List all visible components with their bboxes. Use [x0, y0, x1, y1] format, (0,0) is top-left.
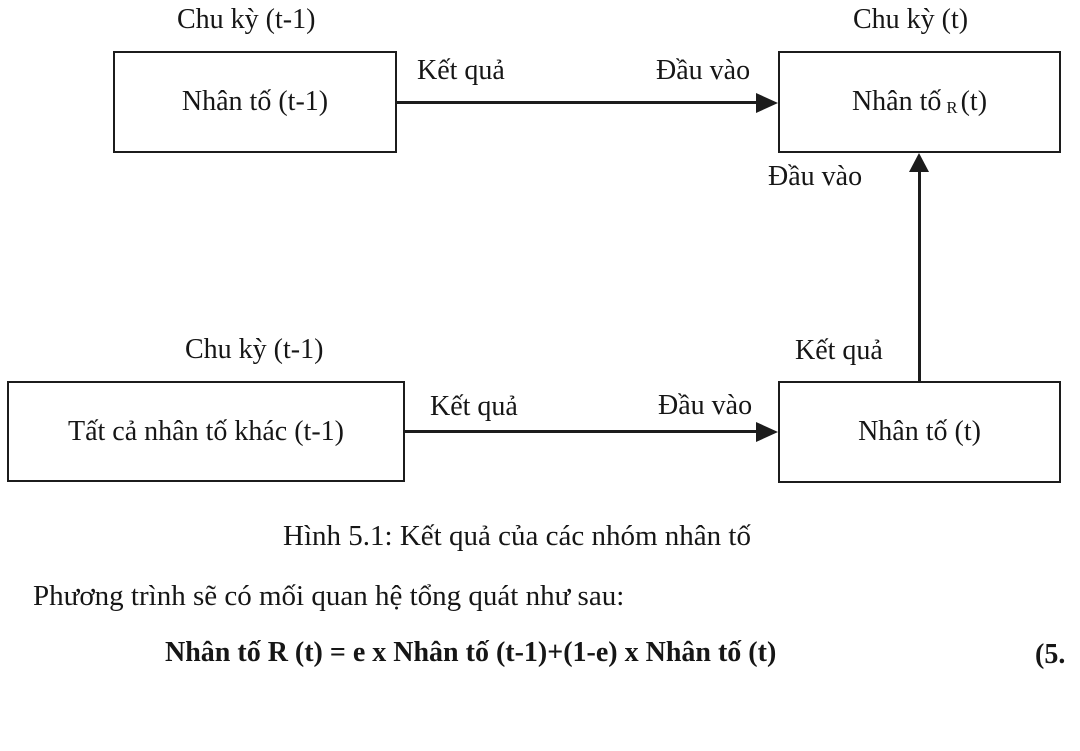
- box-factor-t-minus-1-label: Nhân tố (t-1): [181, 86, 329, 117]
- arrow-line-row2: [405, 430, 759, 433]
- arrow-row2-input-label: Đầu vào: [658, 390, 753, 421]
- arrowhead-right-row1-icon: [756, 93, 778, 113]
- body-paragraph: Phương trình sẽ có mối quan hệ tổng quát…: [33, 580, 625, 612]
- arrow-row2-result-label: Kết quả: [430, 391, 518, 422]
- arrow-row1-input-label: Đầu vào: [656, 55, 751, 86]
- vertical-arrow-input-label: Đầu vào: [768, 161, 863, 192]
- factor-r-t-suffix: (t): [960, 85, 988, 117]
- equation-text: Nhân tố R (t) = e x Nhân tố (t-1)+(1-e) …: [165, 637, 777, 668]
- box-all-other-factors: Tất cả nhân tố khác (t-1): [7, 381, 405, 482]
- cycle-label-t: Chu kỳ (t): [853, 4, 969, 35]
- arrowhead-up-icon: [909, 153, 929, 172]
- box-factor-t-label: Nhân tố (t): [858, 416, 981, 447]
- factor-r-t-subscript: R: [946, 98, 958, 118]
- arrow-row1-result-label: Kết quả: [417, 55, 505, 86]
- equation-number: (5.: [1035, 639, 1066, 670]
- figure-caption: Hình 5.1: Kết quả của các nhóm nhân tố: [283, 520, 751, 552]
- cycle-label-t1-top: Chu kỳ (t-1): [177, 4, 316, 35]
- arrowhead-right-row2-icon: [756, 422, 778, 442]
- arrow-line-vertical: [918, 160, 921, 381]
- arrow-line-row1: [397, 101, 759, 104]
- box-factor-t: Nhân tố (t): [778, 381, 1061, 483]
- cycle-label-t1-bottom: Chu kỳ (t-1): [185, 334, 324, 365]
- factor-r-t-main: Nhân tố: [851, 85, 942, 117]
- box-all-other-factors-label: Tất cả nhân tố khác (t-1): [68, 415, 344, 447]
- vertical-arrow-result-label: Kết quả: [795, 335, 883, 366]
- box-factor-t-minus-1: Nhân tố (t-1): [113, 51, 397, 153]
